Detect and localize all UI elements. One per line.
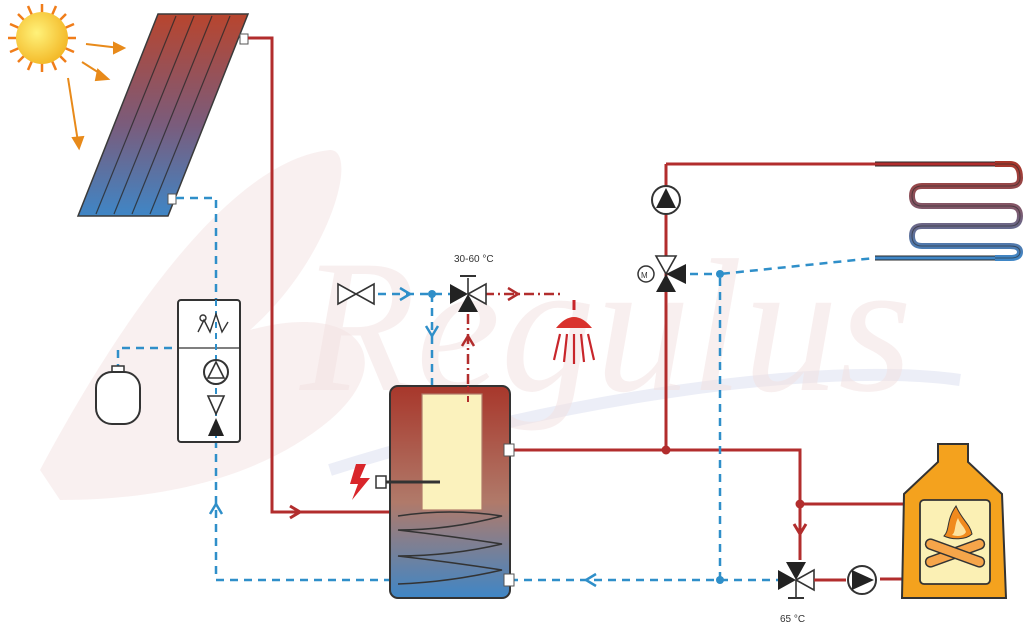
flame-icon	[943, 504, 973, 540]
cold-flow-arrows	[208, 286, 597, 588]
heating-pump	[651, 185, 681, 215]
sun-ray-arrows	[67, 41, 127, 151]
valve-motor-icon	[637, 265, 655, 283]
lightning-icon	[350, 464, 370, 500]
mixing-valve-temp-label: 30-60 °C	[454, 254, 494, 265]
cold-water-inlet-valve	[337, 282, 375, 306]
boiler-three-way-valve: 65 °C	[778, 562, 815, 625]
solar-pump-icon	[203, 359, 229, 385]
expansion-vessel	[95, 365, 141, 425]
safety-valve-icon	[197, 311, 229, 334]
hot-flow-arrows	[289, 504, 808, 537]
hot-water-tank	[389, 385, 515, 599]
floor-heating-coil	[875, 161, 1024, 261]
heating-mixing-valve: M	[637, 255, 686, 292]
pipe-junctions	[428, 270, 805, 584]
svg-text:M: M	[641, 271, 648, 280]
dhw-mixing-valve: 30-60 °C	[450, 254, 494, 312]
boiler-pump	[814, 565, 877, 595]
tank-heat-exchanger-coil	[397, 511, 503, 585]
sun-icon	[8, 4, 127, 151]
fireplace-boiler	[900, 443, 1008, 599]
solar-pump-station	[177, 299, 241, 443]
electric-heater	[350, 464, 440, 500]
solar-collector	[76, 13, 250, 217]
hot-draw-arrows	[460, 286, 521, 347]
boiler-valve-temp-label: 65 °C	[780, 614, 805, 625]
shower-head-icon	[552, 300, 596, 364]
firewood-icon	[924, 538, 986, 568]
check-valve-icon	[206, 395, 226, 436]
